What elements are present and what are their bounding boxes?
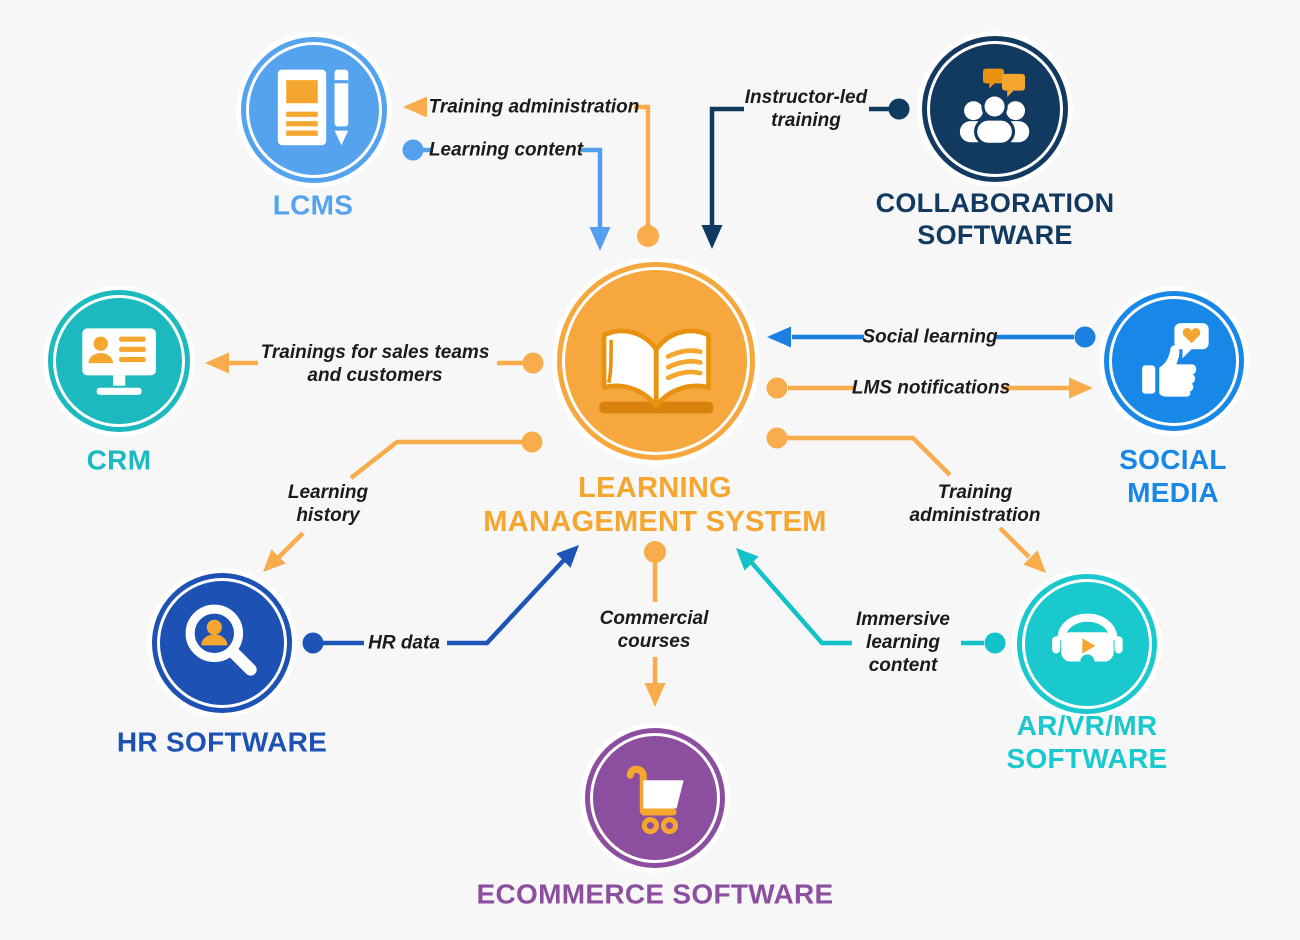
label-learning-history: Learning history [287, 481, 369, 526]
open-book-icon [598, 328, 714, 414]
connection-trainings-for-sales [205, 352, 544, 374]
label-learning-content: Learning content [428, 139, 584, 161]
magnifier-person-icon [185, 604, 257, 676]
connection-training-administration-lcms [403, 96, 659, 247]
label-trainings-for-sales: Trainings for sales teams and customers [260, 341, 490, 386]
node-hr-circle [152, 573, 292, 713]
label-training-administration-arvr: Training administration [909, 481, 1041, 526]
node-lcms-circle [241, 37, 387, 183]
connection-immersive-learning-content [736, 548, 1006, 654]
node-lms-circle [557, 262, 755, 460]
connection-commercial-courses [644, 541, 666, 707]
collaboration-label: COLLABORATION SOFTWARE [875, 188, 1115, 250]
ecommerce-label: ECOMMERCE SOFTWARE [476, 878, 834, 910]
shopping-cart-icon [626, 765, 684, 834]
connection-social-learning [767, 326, 1096, 348]
thumbs-up-icon [1141, 322, 1209, 397]
label-instructor-led-training: Instructor-led training [744, 86, 868, 131]
label-commercial-courses: Commercial courses [599, 607, 709, 652]
node-arvr-circle [1017, 574, 1157, 714]
label-immersive-learning-content: Immersive learning content [855, 609, 951, 677]
crm-monitor-icon [82, 328, 156, 395]
connection-training-administration-arvr [766, 427, 1046, 573]
connection-learning-history [263, 431, 543, 572]
lcms-label: LCMS [272, 189, 354, 221]
social-media-label: SOCIAL MEDIA [1119, 443, 1227, 508]
connection-lms-notifications [766, 377, 1093, 399]
connection-instructor-led-training [701, 98, 910, 249]
crm-label: CRM [86, 444, 152, 476]
node-collaboration-circle [922, 36, 1068, 182]
connection-learning-content [402, 139, 611, 251]
node-crm-circle [48, 290, 190, 432]
label-hr-data: HR data [368, 632, 440, 654]
hr-label: HR SOFTWARE [116, 726, 328, 758]
label-social-learning: Social learning [862, 326, 998, 348]
label-training-administration-lcms: Training administration [428, 96, 640, 118]
node-social-media-circle [1104, 291, 1244, 431]
document-pencil-icon [278, 70, 349, 146]
connection-hr-data [302, 545, 579, 654]
label-lms-notifications: LMS notifications [851, 377, 1011, 399]
vr-headset-icon [1051, 613, 1123, 669]
arvr-label: AR/VR/MR SOFTWARE [1006, 709, 1168, 774]
node-ecommerce-circle [585, 728, 725, 868]
team-chat-icon [960, 69, 1030, 147]
lms-title: LEARNING MANAGEMENT SYSTEM [483, 471, 827, 538]
